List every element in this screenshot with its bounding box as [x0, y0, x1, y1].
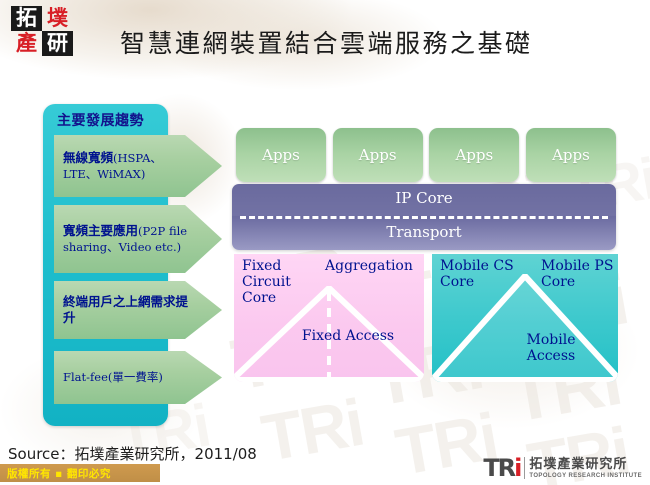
trend-arrow-strong: 寬頻主要應用	[63, 223, 139, 239]
source-line: Source：拓墣產業研究所，2011/08	[8, 445, 257, 463]
trend-arrow-text: Flat-fee(單一費率)	[63, 369, 163, 386]
mobile-access-label: Mobile Access	[526, 332, 576, 365]
trend-arrow-rest: (P2P file sharing、Video etc.)	[63, 224, 188, 254]
trend-arrow-rest: Flat-fee(單一費率)	[63, 370, 163, 385]
tri-watermark-tile: TRi	[256, 384, 368, 476]
apps-box: Apps	[236, 128, 326, 182]
mobile-access-triangle-icon	[432, 274, 618, 382]
trend-arrow-strong: 終端用戶之上網需求提升	[63, 293, 189, 326]
trend-arrow-strong: 無線寬頻	[63, 150, 114, 166]
ip-core-label: IP Core	[395, 189, 453, 207]
trend-arrow-text: 無線寬頻(HSPA、LTE、WiMAX)	[63, 150, 188, 182]
mobile-network-block	[432, 254, 618, 382]
trend-arrow-end-user-demand: 終端用戶之上網需求提升	[54, 281, 222, 339]
trend-arrow-flat-fee: Flat-fee(單一費率)	[54, 351, 222, 404]
tri-wordmark-i: i	[514, 454, 522, 482]
copyright-text: 版權所有 ▪ 翻印必究	[7, 467, 111, 480]
logo-cell-2: 墣	[47, 6, 68, 30]
tri-wordmark-tr: TR	[483, 454, 516, 482]
mobile-cs-core-label: Mobile CS Core	[440, 258, 514, 291]
ip-core-transport-band: IP Core Transport	[232, 184, 616, 250]
background-wash-top	[0, 0, 650, 120]
apps-box: Apps	[429, 128, 520, 182]
tri-brand-names: 拓墣產業研究所 TOPOLOGY RESEARCH INSTITUTE	[529, 458, 642, 479]
fixed-access-triangle-icon	[234, 286, 424, 382]
apps-row: Apps Apps Apps Apps	[236, 128, 616, 182]
aggregation-label: Aggregation	[325, 258, 413, 274]
trend-arrow-broadband-applications: 寬頻主要應用(P2P file sharing、Video etc.)	[54, 205, 222, 273]
trends-panel-header: 主要發展趨勢	[57, 113, 144, 129]
fixed-access-label: Fixed Access	[301, 328, 395, 344]
tri-brand-logo: TRi 拓墣產業研究所 TOPOLOGY RESEARCH INSTITUTE	[483, 455, 642, 481]
company-logo: 拓 墣 產 研	[11, 6, 73, 56]
transport-label: Transport	[386, 223, 462, 241]
band-dashed-divider	[240, 216, 608, 219]
mobile-ps-core-label: Mobile PS Core	[541, 258, 614, 291]
trend-arrow-rest: (HSPA、LTE、WiMAX)	[63, 151, 162, 181]
fixed-circuit-core-label: Fixed Circuit Core	[242, 258, 291, 307]
apps-box: Apps	[332, 128, 423, 182]
logo-cell-1: 拓	[11, 6, 42, 31]
trend-arrow-text: 寬頻主要應用(P2P file sharing、Video etc.)	[63, 223, 188, 255]
logo-cell-3: 產	[16, 31, 37, 55]
trend-arrow-text: 終端用戶之上網需求提升	[63, 294, 188, 327]
logo-cell-4: 研	[42, 31, 73, 56]
copyright-bar: 版權所有 ▪ 翻印必究	[0, 464, 160, 482]
page-title: 智慧連網裝置結合雲端服務之基礎	[120, 29, 533, 58]
apps-box: Apps	[525, 128, 616, 182]
tri-wordmark: TRi	[483, 454, 522, 482]
fixed-network-block	[234, 254, 424, 382]
tri-brand-chinese: 拓墣產業研究所	[529, 456, 628, 472]
tri-brand-english: TOPOLOGY RESEARCH INSTITUTE	[529, 472, 642, 479]
trend-arrow-wireless-broadband: 無線寬頻(HSPA、LTE、WiMAX)	[54, 135, 222, 197]
tri-logo-divider	[524, 457, 526, 479]
